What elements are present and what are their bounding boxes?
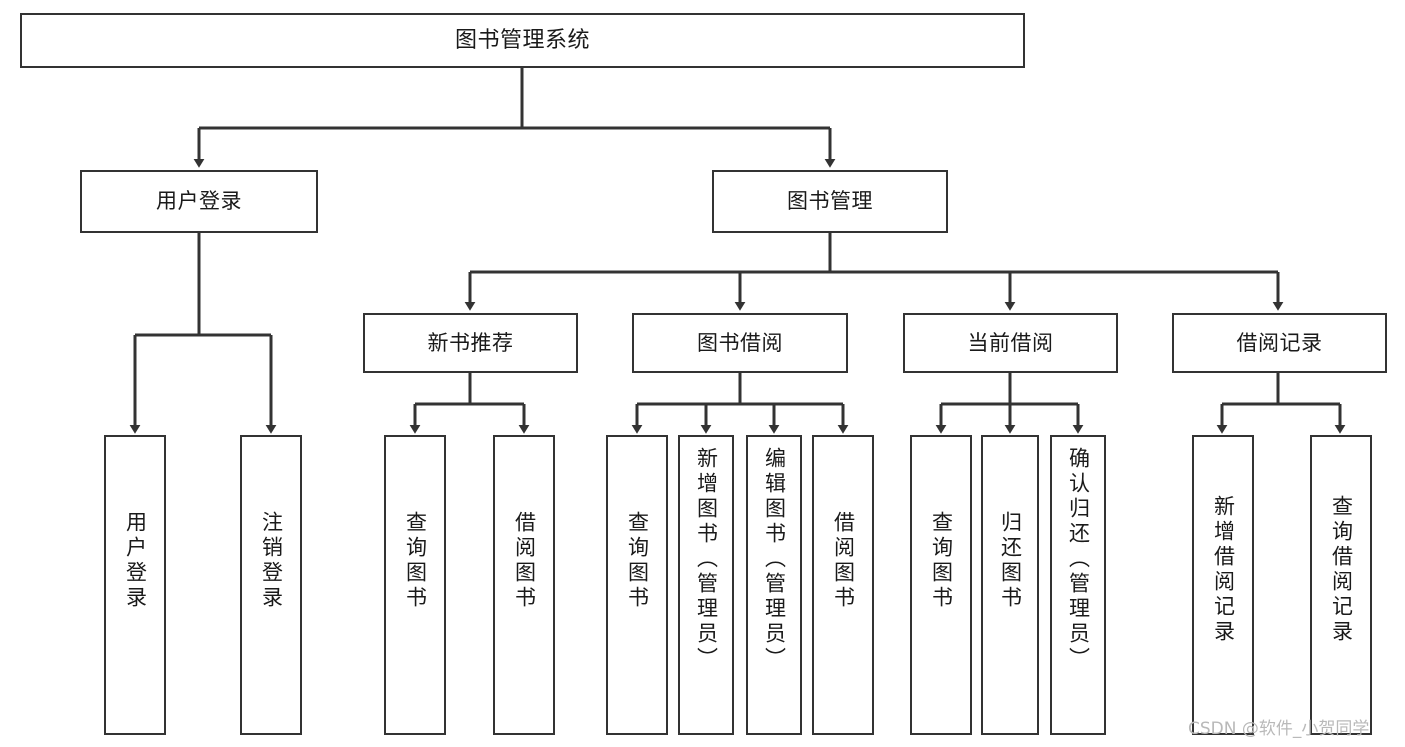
leaf-book-borrow-2[interactable]: 编辑图书（管理员）: [746, 435, 802, 735]
node-label: 编辑图书（管理员）: [762, 447, 787, 672]
node-label: 借阅图书: [831, 511, 856, 611]
node-root-book-management-system[interactable]: 图书管理系统: [20, 13, 1025, 68]
leaf-borrow-record-0[interactable]: 新增借阅记录: [1192, 435, 1254, 735]
leaf-current-borrow-1[interactable]: 归还图书: [981, 435, 1039, 735]
leaf-user-login-0[interactable]: 用户登录: [104, 435, 166, 735]
node-label: 用户登录: [123, 511, 148, 611]
node-label: 当前借阅: [967, 330, 1054, 355]
leaf-book-borrow-3[interactable]: 借阅图书: [812, 435, 874, 735]
node-label: 新增图书（管理员）: [694, 447, 719, 672]
node-borrow-record[interactable]: 借阅记录: [1172, 313, 1387, 373]
leaf-book-borrow-1[interactable]: 新增图书（管理员）: [678, 435, 734, 735]
node-label: 注销登录: [259, 511, 284, 611]
leaf-borrow-record-1[interactable]: 查询借阅记录: [1310, 435, 1372, 735]
node-current-borrow[interactable]: 当前借阅: [903, 313, 1118, 373]
leaf-user-login-1[interactable]: 注销登录: [240, 435, 302, 735]
node-label: 归还图书: [998, 511, 1023, 611]
node-label: 查询借阅记录: [1329, 495, 1354, 645]
leaf-new-book-recommend-1[interactable]: 借阅图书: [493, 435, 555, 735]
leaf-current-borrow-2[interactable]: 确认归还（管理员）: [1050, 435, 1106, 735]
node-label: 查询图书: [625, 511, 650, 611]
node-book-borrow[interactable]: 图书借阅: [632, 313, 848, 373]
node-new-book-recommend[interactable]: 新书推荐: [363, 313, 578, 373]
node-label: 新书推荐: [427, 330, 514, 355]
node-label: 确认归还（管理员）: [1066, 447, 1091, 672]
node-book-management[interactable]: 图书管理: [712, 170, 948, 233]
node-label: 查询图书: [929, 511, 954, 611]
node-label: 图书管理: [787, 189, 873, 214]
node-label: 图书借阅: [697, 330, 783, 355]
node-label: 用户登录: [156, 189, 242, 214]
node-label: 借阅图书: [512, 511, 537, 611]
watermark-text: CSDN @软件_小贺同学: [1188, 719, 1370, 739]
leaf-current-borrow-0[interactable]: 查询图书: [910, 435, 972, 735]
node-user-login[interactable]: 用户登录: [80, 170, 318, 233]
node-label: 新增借阅记录: [1211, 495, 1236, 645]
node-label: 借阅记录: [1236, 330, 1323, 355]
node-label: 图书管理系统: [454, 27, 590, 53]
node-label: 查询图书: [403, 511, 428, 611]
leaf-new-book-recommend-0[interactable]: 查询图书: [384, 435, 446, 735]
leaf-book-borrow-0[interactable]: 查询图书: [606, 435, 668, 735]
